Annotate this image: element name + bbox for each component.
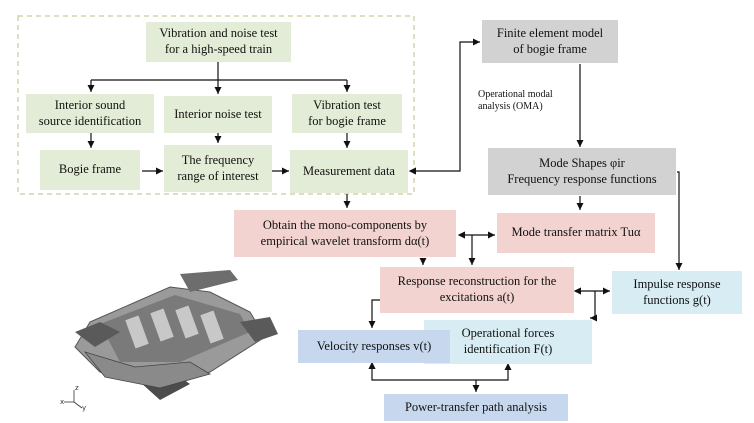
fe-model-line2: of bogie frame: [513, 41, 587, 56]
fe-model-box: Finite element model of bogie frame: [482, 20, 618, 63]
dashed-group-border: [17, 15, 415, 195]
mode-shapes-line2: Frequency response functions: [507, 171, 657, 186]
response-reconstruction-line2: excitations a(t): [439, 290, 515, 304]
measurement-data-box: Measurement data: [290, 150, 408, 193]
axis-y-label: y: [82, 404, 86, 412]
interior-sound-source-line1: Interior sound: [54, 97, 126, 112]
interior-noise-test-box: Interior noise test: [164, 96, 272, 133]
bogie-frame-label: Bogie frame: [58, 162, 122, 177]
velocity-responses-box: Velocity responses v(t): [298, 330, 450, 363]
power-transfer-label: Power-transfer path analysis: [404, 399, 548, 414]
power-transfer-box: Power-transfer path analysis: [384, 394, 568, 421]
vibration-noise-test-line2: for a high-speed train: [164, 42, 273, 56]
interior-sound-source-line2: source identification: [38, 113, 142, 128]
oma-label: Operational modal analysis (OMA): [478, 86, 578, 116]
frequency-range-line1: The frequency: [181, 152, 255, 167]
vibration-noise-test-line1: Vibration and noise test: [159, 26, 278, 41]
axis-triad: x z y: [60, 384, 86, 412]
vibration-test-bogie-line1: Vibration test: [313, 97, 381, 112]
axis-x-label: x: [60, 398, 64, 406]
vibration-test-bogie-box: Vibration test for bogie frame: [292, 94, 402, 133]
bogie-frame-image: x z y: [60, 270, 278, 412]
mode-transfer-box: Mode transfer matrix Tuα: [497, 213, 655, 253]
frequency-range-line2: range of interest: [177, 168, 259, 183]
operational-forces-line1: Operational forces: [461, 326, 555, 341]
mono-components-line1: Obtain the mono-components by: [262, 217, 428, 232]
frequency-range-box: The frequency range of interest: [164, 145, 272, 192]
oma-line2: analysis (OMA): [478, 101, 543, 112]
response-reconstruction-box: Response reconstruction for the excitati…: [380, 267, 574, 313]
impulse-response-box: Impulse response functions g(t): [612, 271, 742, 314]
response-reconstruction-line1: Response reconstruction for the: [397, 274, 557, 289]
fe-model-line1: Finite element model: [496, 25, 604, 40]
interior-sound-source-box: Interior sound source identification: [26, 94, 154, 133]
mode-shapes-box: Mode Shapes φir Frequency response funct…: [488, 148, 676, 195]
axis-z-label: z: [75, 384, 79, 392]
vibration-test-bogie-line2: for bogie frame: [308, 113, 386, 128]
mono-components-box: Obtain the mono-components by empirical …: [234, 210, 456, 257]
bogie-frame-box: Bogie frame: [40, 150, 140, 190]
interior-noise-test-label: Interior noise test: [174, 106, 262, 121]
operational-forces-box: Operational forces identification F(t): [424, 320, 592, 364]
measurement-data-label: Measurement data: [303, 163, 395, 178]
velocity-responses-label: Velocity responses v(t): [316, 338, 432, 353]
impulse-response-line1: Impulse response: [633, 276, 721, 291]
operational-forces-line2: identification F(t): [463, 342, 553, 356]
impulse-response-line2: functions g(t): [643, 292, 711, 307]
mode-transfer-label: Mode transfer matrix Tuα: [511, 225, 641, 240]
oma-line1: Operational modal: [478, 88, 553, 100]
mode-shapes-line1: Mode Shapes φir: [539, 155, 625, 170]
vibration-noise-test-box: Vibration and noise test for a high-spee…: [146, 22, 291, 62]
mono-components-line2: empirical wavelet transform dα(t): [260, 233, 430, 248]
